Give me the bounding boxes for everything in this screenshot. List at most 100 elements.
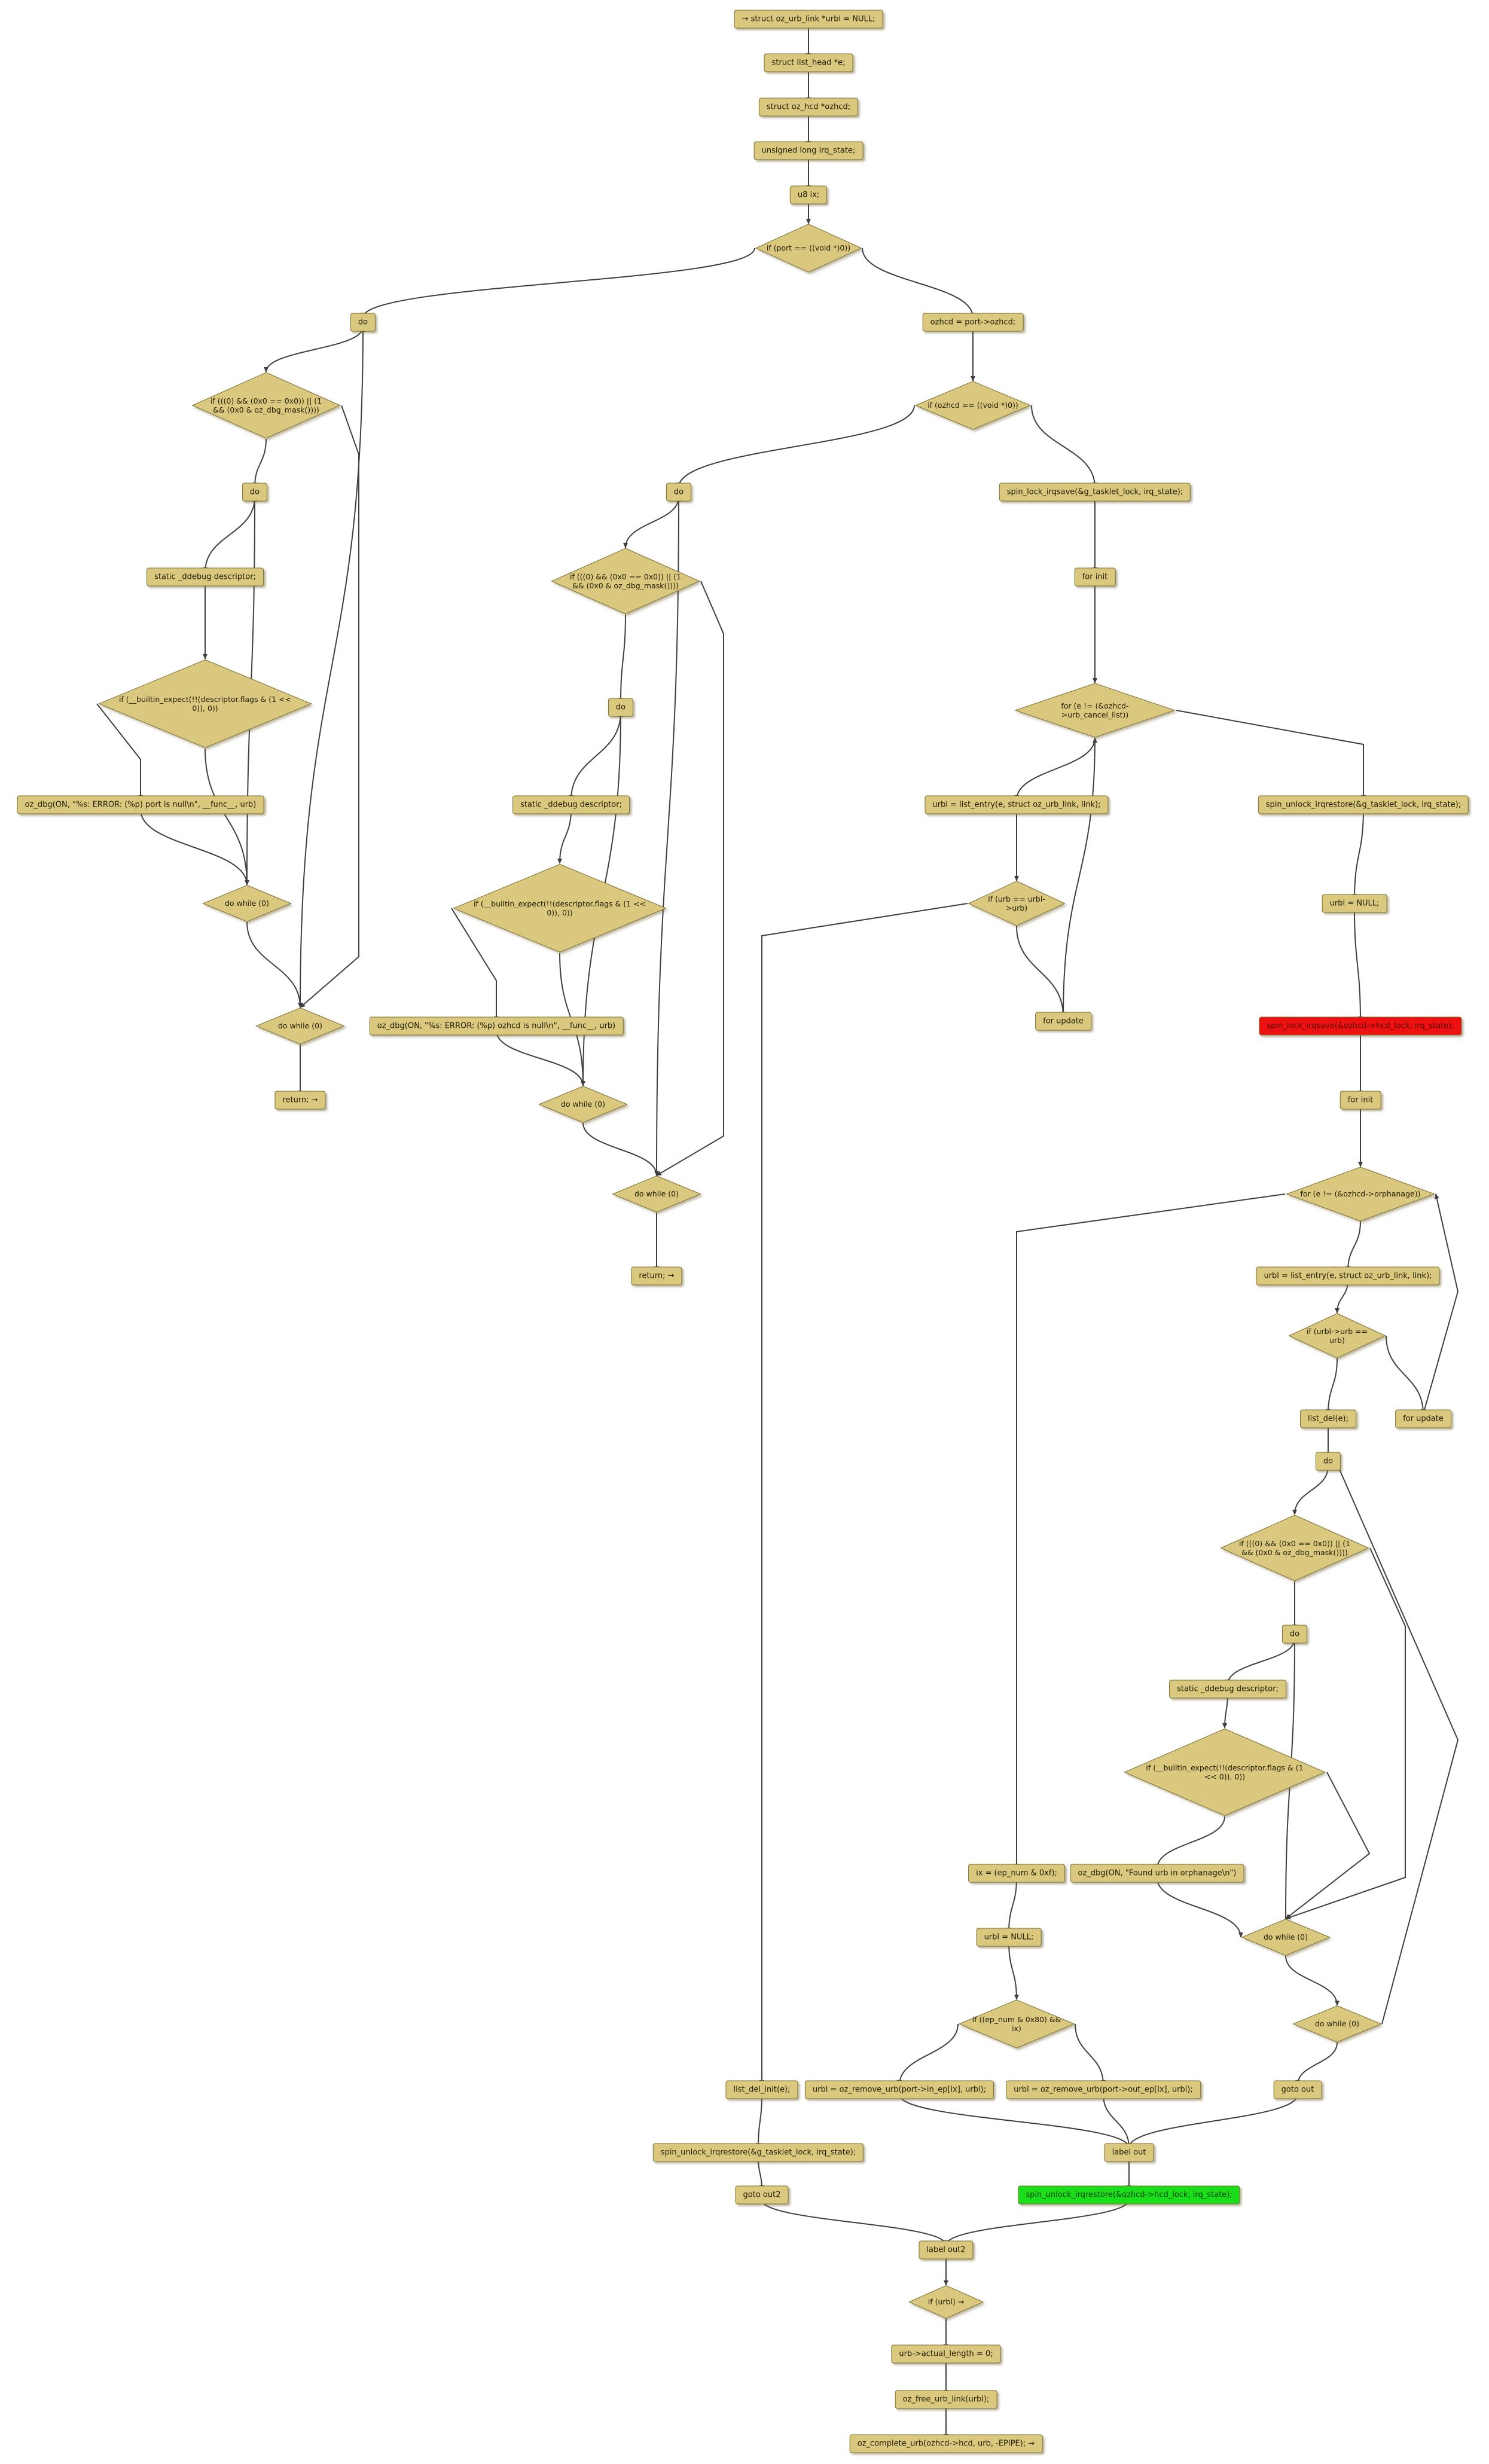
flow-node-if_urbl[interactable]: if (urbl) →	[908, 2285, 984, 2319]
node-label: do while (0)	[560, 1100, 606, 1109]
flow-edge-urbl_entry_orphanage-to-if_urbl_match	[1335, 1280, 1348, 1314]
flow-node-dowhile_port_outer[interactable]: do while (0)	[255, 1007, 345, 1045]
flow-node-remove_out_ep[interactable]: urbl = oz_remove_urb(port->out_ep[ix], u…	[1006, 2080, 1201, 2099]
flow-edge-for_cond_orphanage-to-urbl_entry_orphanage	[1345, 1221, 1361, 1272]
flow-node-if_expect_port[interactable]: if (__builtin_expect(!!(descriptor.flags…	[97, 659, 313, 749]
flow-node-dowhile_found_outer[interactable]: do while (0)	[1292, 2005, 1382, 2042]
flow-node-free_urb_link[interactable]: oz_free_urb_link(urbl);	[895, 2390, 997, 2409]
flow-node-do_found[interactable]: do	[1315, 1452, 1341, 1471]
flow-edge-if_urbl_match-to-list_del	[1326, 1358, 1338, 1415]
flow-node-complete_urb[interactable]: oz_complete_urb(ozhcd->hcd, urb, -EPIPE)…	[849, 2434, 1043, 2453]
diamond-shape	[202, 885, 292, 922]
flow-node-spin_lock_hcd[interactable]: spin_lock_irqsave(&ozhcd->hcd_lock, irq_…	[1259, 1016, 1462, 1036]
flow-node-for_init_cancel[interactable]: for init	[1074, 567, 1116, 587]
node-label: if (__builtin_expect(!!(descriptor.flags…	[473, 899, 646, 917]
flow-edge-do_dbg_found-to-descriptor_found	[1225, 1638, 1295, 1685]
node-label: do while (0)	[1314, 2019, 1360, 2029]
flow-node-goto_out2[interactable]: goto out2	[735, 2185, 789, 2205]
flow-node-spin_unlock_tasklet_b[interactable]: spin_unlock_irqrestore(&g_tasklet_lock, …	[652, 2143, 864, 2162]
flow-node-dowhile_ozhcd_inner[interactable]: do while (0)	[538, 1086, 628, 1123]
diamond-shape	[1285, 1167, 1436, 1222]
flow-edge-if_port_null-to-assign_ozhcd	[862, 248, 975, 318]
flow-edge-do_dbg_port-to-descriptor_port	[203, 496, 255, 573]
flow-node-descriptor_found[interactable]: static _ddebug descriptor;	[1169, 1680, 1286, 1699]
flow-node-assign_ozhcd[interactable]: ozhcd = port->ozhcd;	[922, 313, 1024, 332]
flow-node-decl_e[interactable]: struct list_head *e;	[764, 53, 853, 72]
flow-edge-if_ozhcd_null-to-do_ozhcd	[676, 405, 915, 488]
flow-node-dowhile_ozhcd_outer[interactable]: do while (0)	[612, 1175, 701, 1213]
flow-node-dbg_ozhcd_null[interactable]: oz_dbg(ON, "%s: ERROR: (%p) ozhcd is nul…	[369, 1016, 624, 1036]
diamond-shape	[538, 1086, 628, 1123]
flow-node-return_ozhcd[interactable]: return; →	[631, 1266, 682, 1286]
flow-node-do_port[interactable]: do	[350, 313, 376, 332]
flow-node-urbl_null_b[interactable]: urbl = NULL;	[976, 1928, 1042, 1947]
node-label: if (urb == urbl->urb)	[988, 894, 1045, 912]
flow-node-urbl_entry_orphanage[interactable]: urbl = list_entry(e, struct oz_urb_link,…	[1256, 1266, 1440, 1286]
flow-node-remove_in_ep[interactable]: urbl = oz_remove_urb(port->in_ep[ix], ur…	[804, 2080, 994, 2099]
flow-node-if_urb_match[interactable]: if (urb == urbl->urb)	[968, 881, 1066, 926]
flow-node-urbl_entry_cancel[interactable]: urbl = list_entry(e, struct oz_urb_link,…	[924, 795, 1109, 814]
flow-node-dbg_found_orphanage[interactable]: oz_dbg(ON, "Found urb in orphanage\n")	[1070, 1864, 1244, 1883]
node-label: for (e != (&ozhcd->orphanage))	[1300, 1189, 1421, 1199]
flow-node-actual_length[interactable]: urb->actual_length = 0;	[891, 2344, 1001, 2364]
flow-node-spin_lock_tasklet[interactable]: spin_lock_irqsave(&g_tasklet_lock, irq_s…	[999, 483, 1191, 502]
flow-node-spin_unlock_tasklet_a[interactable]: spin_unlock_irqrestore(&g_tasklet_lock, …	[1258, 795, 1469, 814]
flow-node-dowhile_port_inner[interactable]: do while (0)	[202, 885, 292, 922]
flow-node-descriptor_port[interactable]: static _ddebug descriptor;	[147, 567, 264, 587]
flow-edge-for_update_cancel-to-for_cond_cancel	[1063, 737, 1097, 1017]
flow-edge-dowhile_ozhcd_inner-to-dowhile_ozhcd_outer	[582, 1122, 659, 1176]
flow-node-if_ep_in[interactable]: if ((ep_num & 0x80) && ix)	[958, 1999, 1075, 2048]
flow-edge-dowhile_found_inner-to-dowhile_found_outer	[1285, 1955, 1340, 2006]
diamond-shape	[612, 1175, 701, 1213]
node-label: if (port == ((void *)0))	[766, 243, 851, 253]
flow-node-urbl_null_a[interactable]: urbl = NULL;	[1322, 894, 1387, 913]
flow-node-if_expect_ozhcd[interactable]: if (__builtin_expect(!!(descriptor.flags…	[451, 863, 668, 953]
flow-node-do_ozhcd[interactable]: do	[666, 483, 692, 502]
flow-edge-for_cond_cancel-to-spin_unlock_tasklet_a	[1176, 710, 1366, 801]
flow-node-do_dbg_found[interactable]: do	[1281, 1625, 1308, 1644]
flow-node-if_dbgmask_port[interactable]: if (((0) && (0x0 == 0x0)) || (1 && (0x0 …	[191, 372, 341, 439]
flow-node-descriptor_ozhcd[interactable]: static _ddebug descriptor;	[512, 795, 630, 814]
flow-edge-if_urbl_match-to-for_update_orphanage	[1386, 1335, 1426, 1415]
flow-node-decl_urbl[interactable]: → struct oz_urb_link *urbl = NULL;	[734, 10, 883, 29]
flow-edge-dowhile_found_outer-to-goto_out	[1295, 2042, 1338, 2086]
flow-node-if_expect_found[interactable]: if (__builtin_expect(!!(descriptor.flags…	[1122, 1728, 1327, 1816]
flow-node-list_del_init[interactable]: list_del_init(e);	[725, 2080, 798, 2099]
flow-node-list_del[interactable]: list_del(e);	[1300, 1409, 1356, 1428]
flow-edge-if_port_null-to-do_port	[361, 248, 755, 318]
flow-edge-if_dbgmask_ozhcd-to-do_dbg_ozhcd	[618, 614, 626, 703]
flow-node-if_port_null[interactable]: if (port == ((void *)0))	[755, 224, 862, 273]
flow-node-return_port[interactable]: return; →	[274, 1091, 326, 1110]
flow-node-do_dbg_ozhcd[interactable]: do	[608, 698, 634, 717]
flow-edge-if_urb_match-to-for_update_cancel	[1016, 926, 1066, 1017]
flow-node-decl_irq_state[interactable]: unsigned long irq_state;	[753, 141, 864, 160]
flow-node-for_update_orphanage[interactable]: for update	[1395, 1409, 1451, 1428]
diamond-shape	[914, 381, 1032, 430]
flow-node-for_cond_cancel[interactable]: for (e != (&ozhcd->urb_cancel_list))	[1014, 683, 1176, 738]
flow-node-if_dbgmask_ozhcd[interactable]: if (((0) && (0x0 == 0x0)) || (1 && (0x0 …	[550, 548, 701, 615]
node-label: if (urbl) →	[927, 2297, 965, 2307]
flow-node-do_dbg_port[interactable]: do	[242, 483, 268, 502]
flow-node-if_dbgmask_found[interactable]: if (((0) && (0x0 == 0x0)) || (1 && (0x0 …	[1219, 1515, 1370, 1581]
flow-node-dbg_port_null[interactable]: oz_dbg(ON, "%s: ERROR: (%p) port is null…	[17, 795, 264, 814]
flow-node-if_ozhcd_null[interactable]: if (ozhcd == ((void *)0))	[914, 381, 1032, 430]
node-label: if (__builtin_expect(!!(descriptor.flags…	[1146, 1763, 1304, 1781]
flow-node-for_cond_orphanage[interactable]: for (e != (&ozhcd->orphanage))	[1285, 1167, 1436, 1222]
flow-node-dowhile_found_inner[interactable]: do while (0)	[1241, 1919, 1331, 1956]
flow-edge-descriptor_found-to-if_expect_found	[1222, 1693, 1228, 1729]
flow-node-label_out[interactable]: label out	[1104, 2143, 1154, 2162]
flow-node-decl_ozhcd[interactable]: struct oz_hcd *ozhcd;	[758, 97, 859, 117]
flow-node-decl_ix[interactable]: u8 ix;	[789, 185, 828, 204]
flow-node-spin_unlock_hcd[interactable]: spin_unlock_irqrestore(&ozhcd->hcd_lock,…	[1018, 2185, 1240, 2205]
flow-node-label_out2[interactable]: label out2	[919, 2240, 974, 2260]
node-label: if (__builtin_expect(!!(descriptor.flags…	[118, 694, 292, 713]
flow-node-assign_ix[interactable]: ix = (ep_num & 0xf);	[968, 1864, 1065, 1883]
node-label: do while (0)	[224, 899, 270, 908]
flow-edge-do_dbg_ozhcd-to-descriptor_ozhcd	[569, 712, 621, 801]
flow-node-if_urbl_match[interactable]: if (urbl->urb == urb)	[1288, 1313, 1386, 1358]
flow-node-for_init_orphanage[interactable]: for init	[1340, 1091, 1381, 1110]
flow-node-goto_out[interactable]: goto out	[1273, 2080, 1322, 2099]
diamond-shape	[255, 1007, 345, 1045]
flow-node-for_update_cancel[interactable]: for update	[1035, 1012, 1091, 1031]
